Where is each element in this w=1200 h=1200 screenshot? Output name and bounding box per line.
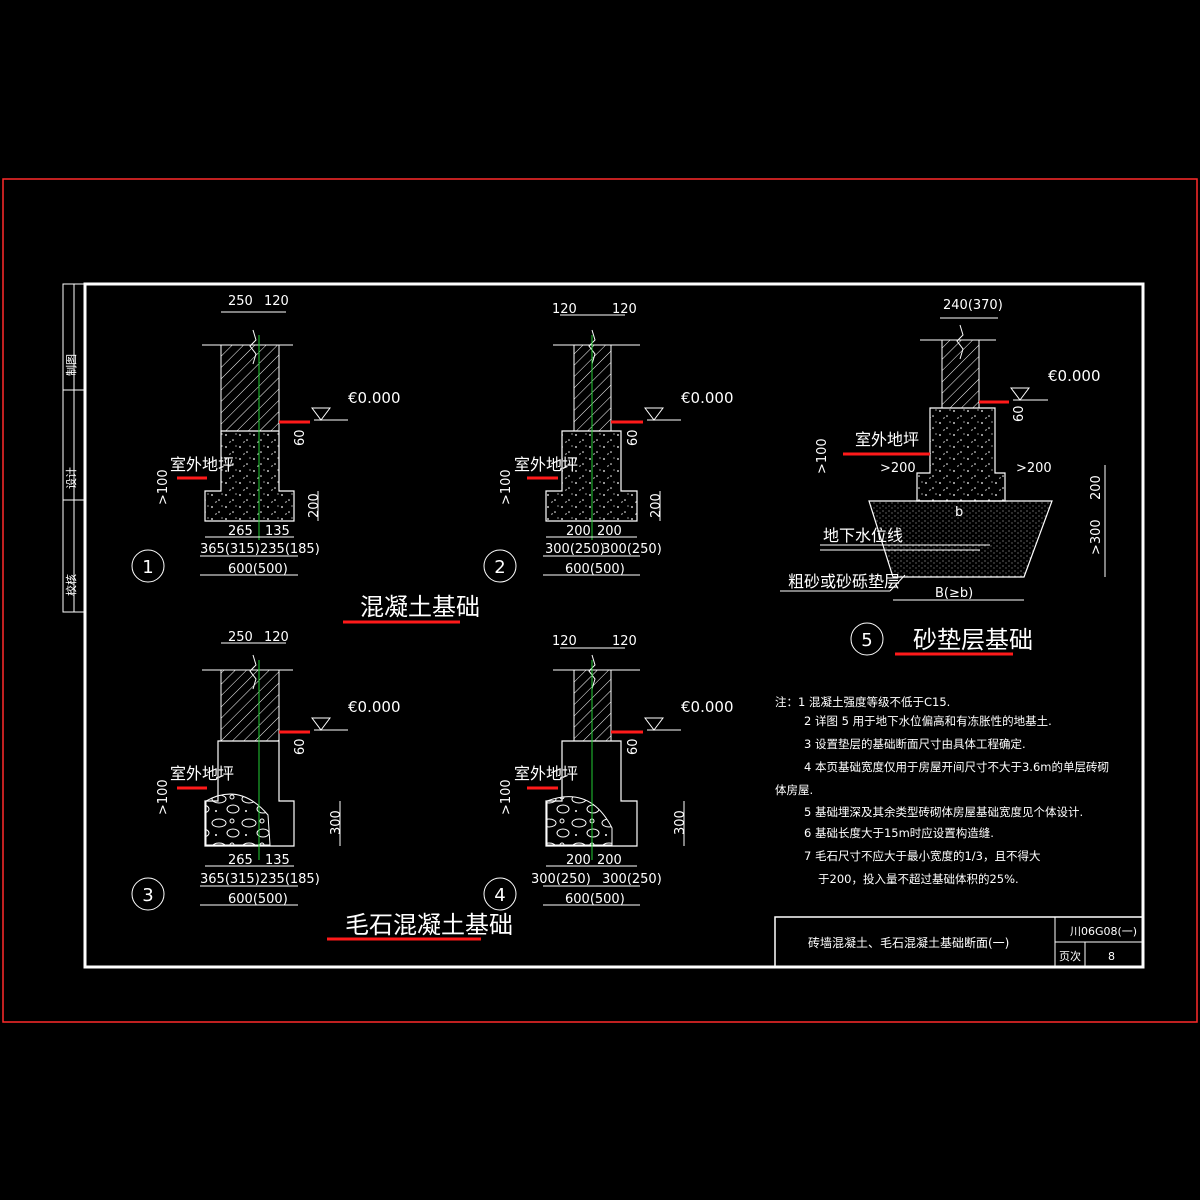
detail-4-h300: 300: [673, 810, 688, 835]
detail-3-number: 3: [142, 885, 153, 906]
detail-5-sand-cushion-foundation: €0.000 室外地坪 240(370) 60 >100 >200 >200 2…: [780, 298, 1106, 656]
outer-frame: [2, 178, 1198, 1023]
detail-3-level: €0.000: [348, 698, 401, 716]
detail-2-ge100: >100: [499, 469, 514, 505]
detail-1-ge100: >100: [156, 469, 171, 505]
detail-2-w-left: 300(250): [545, 542, 605, 557]
detail-2-h200: 200: [649, 493, 664, 518]
title-block-name: 砖墙混凝土、毛石混凝土基础断面(一): [808, 935, 1009, 950]
note-line-5: 体房屋.: [775, 783, 813, 797]
detail-5-groundwater: 地下水位线: [823, 526, 903, 545]
detail-5-ge200-right: >200: [1016, 461, 1052, 476]
detail-5-bottom: B(≥b): [935, 586, 973, 601]
detail-2-number: 2: [494, 557, 505, 578]
title-block-page: 8: [1108, 950, 1115, 963]
side-label-1: 制图: [65, 354, 78, 376]
detail-5-b: b: [955, 505, 963, 520]
detail-3-w-left: 365(315): [200, 872, 260, 887]
detail-5-h200: 200: [1089, 475, 1104, 500]
detail-4-number: 4: [494, 885, 505, 906]
title-sand-cushion-foundation: 砂垫层基础: [913, 626, 1033, 654]
detail-4-top-right: 120: [612, 634, 637, 649]
detail-1-b-right: 135: [265, 524, 290, 539]
detail-4-outdoor: 室外地坪: [514, 764, 578, 783]
detail-4-h60: 60: [626, 738, 641, 755]
detail-5-cushion: 粗砂或砂砾垫层: [788, 572, 900, 591]
detail-1-top-left: 250: [228, 294, 253, 309]
note-line-9: 于200，投入量不超过基础体积的25%.: [818, 872, 1019, 886]
detail-4-rubble-foundation: €0.000 室外地坪 120 120 60 300 >100 200 200 …: [483, 634, 734, 911]
detail-1-h60: 60: [293, 429, 308, 446]
detail-2-outdoor: 室外地坪: [514, 455, 578, 474]
detail-3-h300: 300: [329, 810, 344, 835]
detail-1-w-left: 365(315): [200, 542, 260, 557]
note-line-1: 注：1 混凝土强度等级不低于C15.: [775, 695, 950, 709]
detail-2-h60: 60: [626, 429, 641, 446]
detail-3-top-left: 250: [228, 630, 253, 645]
inner-frame: [83, 282, 1145, 969]
detail-1-b-left: 265: [228, 524, 253, 539]
note-line-7: 6 基础长度大于15m时应设置构造缝.: [804, 826, 994, 840]
detail-5-level: €0.000: [1048, 367, 1101, 385]
detail-2-top-right: 120: [612, 302, 637, 317]
detail-1-w-right: 235(185): [260, 542, 320, 557]
detail-3-b-left: 265: [228, 853, 253, 868]
title-block-code: 川06G08(一): [1070, 925, 1137, 938]
note-line-3: 3 设置垫层的基础断面尺寸由具体工程确定.: [804, 737, 1026, 751]
detail-1-top-right: 120: [264, 294, 289, 309]
title-block: 砖墙混凝土、毛石混凝土基础断面(一) 川06G08(一) 页次 8: [774, 916, 1144, 968]
note-line-8: 7 毛石尺寸不应大于最小宽度的1/3，且不得大: [804, 849, 1041, 863]
detail-4-ge100: >100: [499, 779, 514, 815]
side-label-2: 设计: [65, 467, 78, 489]
detail-5-outdoor: 室外地坪: [855, 430, 919, 449]
detail-2-concrete-foundation: €0.000 室外地坪 120 120 60 200 >100 200 200 …: [483, 302, 734, 583]
detail-2-b-right: 200: [597, 524, 622, 539]
detail-3-top-right: 120: [264, 630, 289, 645]
side-label-3: 校核: [64, 574, 78, 596]
side-signature-block: 制图 设计 校核: [62, 283, 86, 613]
detail-4-w-left: 300(250): [531, 872, 591, 887]
detail-1-total: 600(500): [228, 562, 288, 577]
detail-5-number: 5: [861, 630, 872, 651]
note-line-4: 4 本页基础宽度仅用于房屋开间尺寸不大于3.6m的单层砖砌: [804, 760, 1109, 774]
title-block-page-label: 页次: [1059, 949, 1081, 963]
detail-3-b-right: 135: [265, 853, 290, 868]
detail-5-ge100: >100: [815, 438, 830, 474]
detail-3-outdoor: 室外地坪: [170, 764, 234, 783]
detail-4-top-left: 120: [552, 634, 577, 649]
detail-5-h60: 60: [1012, 405, 1027, 422]
detail-4-total: 600(500): [565, 892, 625, 907]
detail-4-w-right: 300(250): [602, 872, 662, 887]
detail-3-h60: 60: [293, 738, 308, 755]
detail-2-w-right: 300(250): [602, 542, 662, 557]
detail-1-number: 1: [142, 557, 153, 578]
note-line-6: 5 基础埋深及其余类型砖砌体房屋基础宽度见个体设计.: [804, 805, 1083, 819]
detail-2-b-left: 200: [566, 524, 591, 539]
note-line-2: 2 详图 5 用于地下水位偏高和有冻胀性的地基土.: [804, 714, 1052, 728]
detail-5-top: 240(370): [943, 298, 1003, 313]
detail-4-b-right: 200: [597, 853, 622, 868]
detail-3-total: 600(500): [228, 892, 288, 907]
detail-5-ge300: >300: [1089, 519, 1104, 555]
detail-1-h200: 200: [307, 493, 322, 518]
detail-4-level: €0.000: [681, 698, 734, 716]
detail-3-ge100: >100: [156, 779, 171, 815]
detail-1-concrete-foundation: €0.000 室外地坪 250 120 60 200 >100 265 135 …: [131, 294, 401, 583]
detail-1-level: €0.000: [348, 389, 401, 407]
detail-5-ge200-left: >200: [880, 461, 916, 476]
detail-3-rubble-foundation: €0.000 室外地坪 250 120 60 300 >100 265 135 …: [131, 630, 401, 911]
detail-2-total: 600(500): [565, 562, 625, 577]
title-rubble-concrete-foundation: 毛石混凝土基础: [345, 911, 513, 939]
detail-1-outdoor: 室外地坪: [170, 455, 234, 474]
title-concrete-foundation: 混凝土基础: [360, 593, 480, 621]
detail-4-b-left: 200: [566, 853, 591, 868]
notes: 注：1 混凝土强度等级不低于C15. 2 详图 5 用于地下水位偏高和有冻胀性的…: [775, 695, 1109, 886]
detail-2-level: €0.000: [681, 389, 734, 407]
detail-2-top-left: 120: [552, 302, 577, 317]
detail-3-w-right: 235(185): [260, 872, 320, 887]
